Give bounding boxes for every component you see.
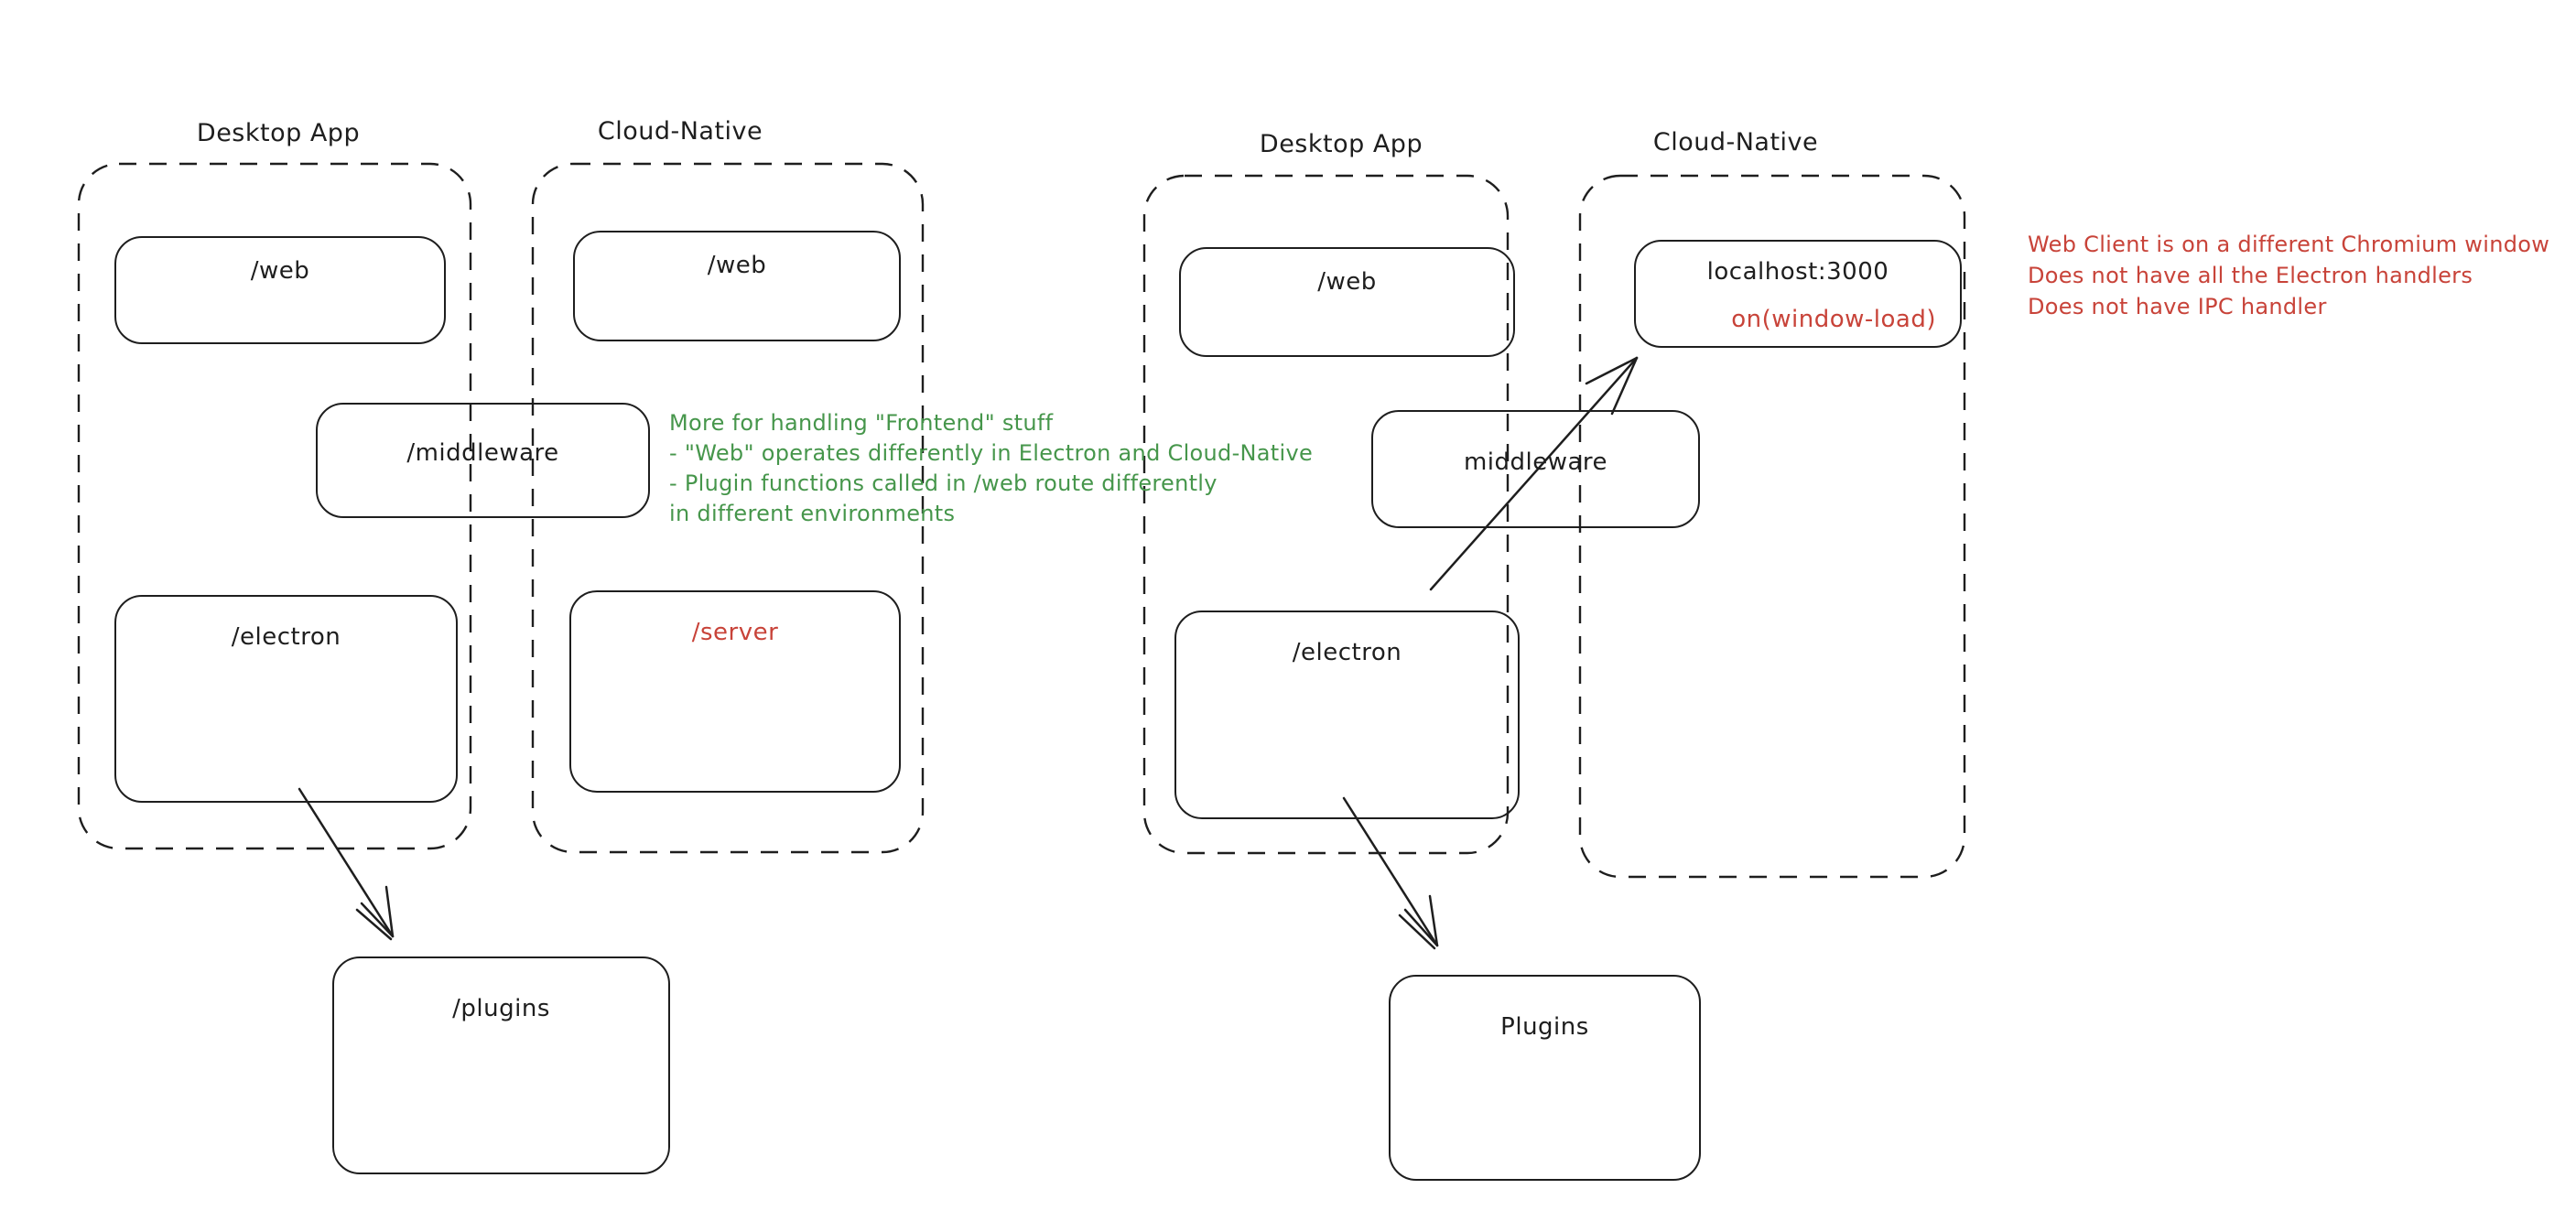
- left-web-desktop-label: /web: [250, 257, 310, 285]
- left-cloud-native-container[interactable]: [531, 162, 925, 854]
- right-desktop-app-title[interactable]: Desktop App: [1259, 130, 1423, 158]
- red-annotation-line: Does not have IPC handler: [2028, 294, 2327, 319]
- right-plugins-label: Plugins: [1500, 1013, 1589, 1041]
- right-localhost-label: localhost:3000: [1706, 258, 1889, 286]
- right-middleware-box[interactable]: middleware: [1371, 410, 1700, 528]
- left-cloud-native-title[interactable]: Cloud-Native: [597, 117, 763, 146]
- right-cloud-native-title[interactable]: Cloud-Native: [1652, 128, 1819, 157]
- right-web-label: /web: [1317, 268, 1377, 296]
- left-electron-box[interactable]: /electron: [114, 595, 458, 803]
- left-plugins-box[interactable]: /plugins: [332, 956, 670, 1174]
- right-electron-box[interactable]: /electron: [1174, 611, 1520, 819]
- left-web-desktop-box[interactable]: /web: [114, 236, 446, 344]
- right-on-window-load-label: on(window-load): [1731, 306, 1936, 333]
- right-localhost-box[interactable]: localhost:3000 on(window-load): [1634, 240, 1962, 348]
- right-plugins-box[interactable]: Plugins: [1389, 975, 1701, 1181]
- left-middleware-label: /middleware: [406, 439, 559, 467]
- green-annotation-line: - Plugin functions called in /web route …: [669, 470, 1218, 496]
- left-server-label: /server: [691, 619, 779, 646]
- left-desktop-app-title[interactable]: Desktop App: [196, 119, 361, 147]
- green-annotation-line: More for handling "Frontend" stuff: [669, 410, 1054, 436]
- green-annotation-line: in different environments: [669, 501, 956, 526]
- left-web-cloud-box[interactable]: /web: [573, 231, 901, 341]
- left-web-cloud-label: /web: [707, 252, 767, 279]
- left-plugins-label: /plugins: [452, 995, 550, 1022]
- right-electron-label: /electron: [1292, 639, 1402, 666]
- red-annotation[interactable]: Web Client is on a different Chromium wi…: [2028, 229, 2549, 322]
- left-desktop-app-container[interactable]: [77, 162, 472, 850]
- red-annotation-line: Web Client is on a different Chromium wi…: [2028, 232, 2550, 257]
- green-annotation-line: - "Web" operates differently in Electron…: [669, 440, 1314, 466]
- green-annotation[interactable]: More for handling "Frontend" stuff - "We…: [669, 408, 1313, 529]
- left-middleware-box[interactable]: /middleware: [316, 403, 650, 518]
- right-web-box[interactable]: /web: [1179, 247, 1515, 357]
- left-server-box[interactable]: /server: [569, 590, 901, 793]
- left-electron-label: /electron: [231, 623, 341, 651]
- right-middleware-label: middleware: [1463, 448, 1608, 476]
- red-annotation-line: Does not have all the Electron handlers: [2028, 263, 2473, 288]
